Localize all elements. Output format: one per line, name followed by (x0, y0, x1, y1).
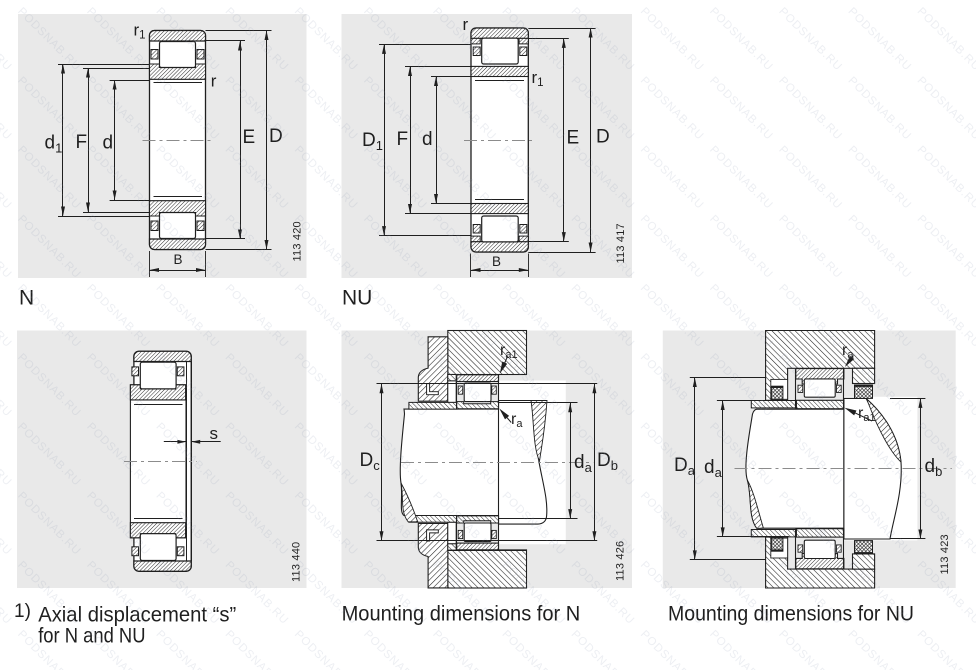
svg-text:PODSNAB.RU: PODSNAB.RU (0, 352, 14, 420)
svg-text:PODSNAB.RU: PODSNAB.RU (0, 490, 14, 558)
svg-text:PODSNAB.RU: PODSNAB.RU (0, 213, 14, 281)
svg-text:PODSNAB.RU: PODSNAB.RU (638, 628, 706, 670)
svg-text:PODSNAB.RU: PODSNAB.RU (0, 559, 14, 627)
svg-text:PODSNAB.RU: PODSNAB.RU (707, 628, 775, 670)
svg-text:B: B (492, 254, 501, 269)
svg-text:NU: NU (342, 287, 372, 310)
svg-text:PODSNAB.RU: PODSNAB.RU (845, 75, 913, 143)
svg-text:PODSNAB.RU: PODSNAB.RU (223, 0, 291, 4)
svg-text:F: F (397, 129, 409, 150)
svg-text:PODSNAB.RU: PODSNAB.RU (915, 6, 976, 74)
svg-text:PODSNAB.RU: PODSNAB.RU (638, 0, 706, 4)
svg-text:PODSNAB.RU: PODSNAB.RU (0, 144, 14, 212)
svg-text:1): 1) (14, 601, 31, 622)
svg-text:for N and NU: for N and NU (38, 624, 145, 648)
svg-text:PODSNAB.RU: PODSNAB.RU (15, 0, 83, 4)
svg-text:PODSNAB.RU: PODSNAB.RU (776, 628, 844, 670)
svg-text:PODSNAB.RU: PODSNAB.RU (499, 628, 567, 670)
svg-text:PODSNAB.RU: PODSNAB.RU (915, 213, 976, 281)
svg-text:F: F (76, 132, 88, 153)
svg-text:PODSNAB.RU: PODSNAB.RU (915, 628, 976, 670)
svg-text:PODSNAB.RU: PODSNAB.RU (845, 0, 913, 4)
svg-text:D: D (596, 127, 610, 148)
svg-text:PODSNAB.RU: PODSNAB.RU (638, 6, 706, 74)
svg-text:PODSNAB.RU: PODSNAB.RU (0, 6, 14, 74)
svg-text:113 440: 113 440 (290, 542, 302, 582)
svg-text:PODSNAB.RU: PODSNAB.RU (776, 144, 844, 212)
svg-text:PODSNAB.RU: PODSNAB.RU (84, 0, 152, 4)
svg-text:PODSNAB.RU: PODSNAB.RU (499, 0, 567, 4)
svg-text:PODSNAB.RU: PODSNAB.RU (707, 6, 775, 74)
svg-text:PODSNAB.RU: PODSNAB.RU (845, 144, 913, 212)
svg-text:PODSNAB.RU: PODSNAB.RU (361, 628, 429, 670)
svg-text:PODSNAB.RU: PODSNAB.RU (845, 628, 913, 670)
svg-text:s: s (210, 424, 219, 443)
svg-text:PODSNAB.RU: PODSNAB.RU (0, 282, 14, 350)
svg-text:PODSNAB.RU: PODSNAB.RU (569, 0, 637, 4)
svg-text:ra1: ra1 (858, 405, 876, 424)
svg-text:PODSNAB.RU: PODSNAB.RU (707, 75, 775, 143)
svg-text:Mounting dimensions for N: Mounting dimensions for N (342, 602, 581, 626)
svg-text:PODSNAB.RU: PODSNAB.RU (638, 213, 706, 281)
svg-text:PODSNAB.RU: PODSNAB.RU (638, 144, 706, 212)
svg-text:PODSNAB.RU: PODSNAB.RU (776, 6, 844, 74)
svg-text:PODSNAB.RU: PODSNAB.RU (430, 628, 498, 670)
svg-text:PODSNAB.RU: PODSNAB.RU (707, 144, 775, 212)
svg-text:B: B (174, 252, 183, 267)
svg-text:PODSNAB.RU: PODSNAB.RU (153, 0, 221, 4)
svg-text:PODSNAB.RU: PODSNAB.RU (430, 0, 498, 4)
svg-text:PODSNAB.RU: PODSNAB.RU (569, 628, 637, 670)
svg-text:r: r (463, 15, 469, 34)
svg-text:N: N (19, 287, 34, 310)
svg-text:PODSNAB.RU: PODSNAB.RU (915, 75, 976, 143)
svg-text:PODSNAB.RU: PODSNAB.RU (153, 628, 221, 670)
svg-text:D: D (269, 126, 283, 147)
svg-text:PODSNAB.RU: PODSNAB.RU (0, 628, 14, 670)
svg-text:r: r (211, 72, 217, 91)
svg-text:PODSNAB.RU: PODSNAB.RU (223, 628, 291, 670)
svg-text:PODSNAB.RU: PODSNAB.RU (915, 0, 976, 4)
svg-text:PODSNAB.RU: PODSNAB.RU (776, 0, 844, 4)
svg-text:113 426: 113 426 (615, 541, 627, 581)
svg-text:PODSNAB.RU: PODSNAB.RU (638, 75, 706, 143)
svg-text:PODSNAB.RU: PODSNAB.RU (0, 0, 14, 4)
svg-text:E: E (243, 127, 256, 148)
svg-text:E: E (567, 128, 580, 149)
svg-text:PODSNAB.RU: PODSNAB.RU (915, 144, 976, 212)
svg-text:d: d (103, 133, 114, 154)
svg-text:Mounting dimensions for NU: Mounting dimensions for NU (668, 602, 914, 626)
svg-text:PODSNAB.RU: PODSNAB.RU (292, 0, 360, 4)
svg-text:113 420: 113 420 (292, 221, 304, 261)
svg-text:PODSNAB.RU: PODSNAB.RU (776, 75, 844, 143)
svg-text:PODSNAB.RU: PODSNAB.RU (0, 75, 14, 143)
svg-text:113 423: 113 423 (939, 534, 951, 574)
svg-text:Axial displacement “s”: Axial displacement “s” (38, 603, 236, 627)
svg-text:PODSNAB.RU: PODSNAB.RU (707, 0, 775, 4)
svg-text:PODSNAB.RU: PODSNAB.RU (776, 213, 844, 281)
svg-text:PODSNAB.RU: PODSNAB.RU (0, 421, 14, 489)
svg-text:113 417: 113 417 (615, 223, 627, 263)
svg-text:PODSNAB.RU: PODSNAB.RU (292, 628, 360, 670)
svg-text:d: d (422, 129, 433, 150)
svg-text:PODSNAB.RU: PODSNAB.RU (707, 213, 775, 281)
svg-text:PODSNAB.RU: PODSNAB.RU (361, 0, 429, 4)
svg-text:PODSNAB.RU: PODSNAB.RU (845, 213, 913, 281)
svg-text:PODSNAB.RU: PODSNAB.RU (845, 6, 913, 74)
